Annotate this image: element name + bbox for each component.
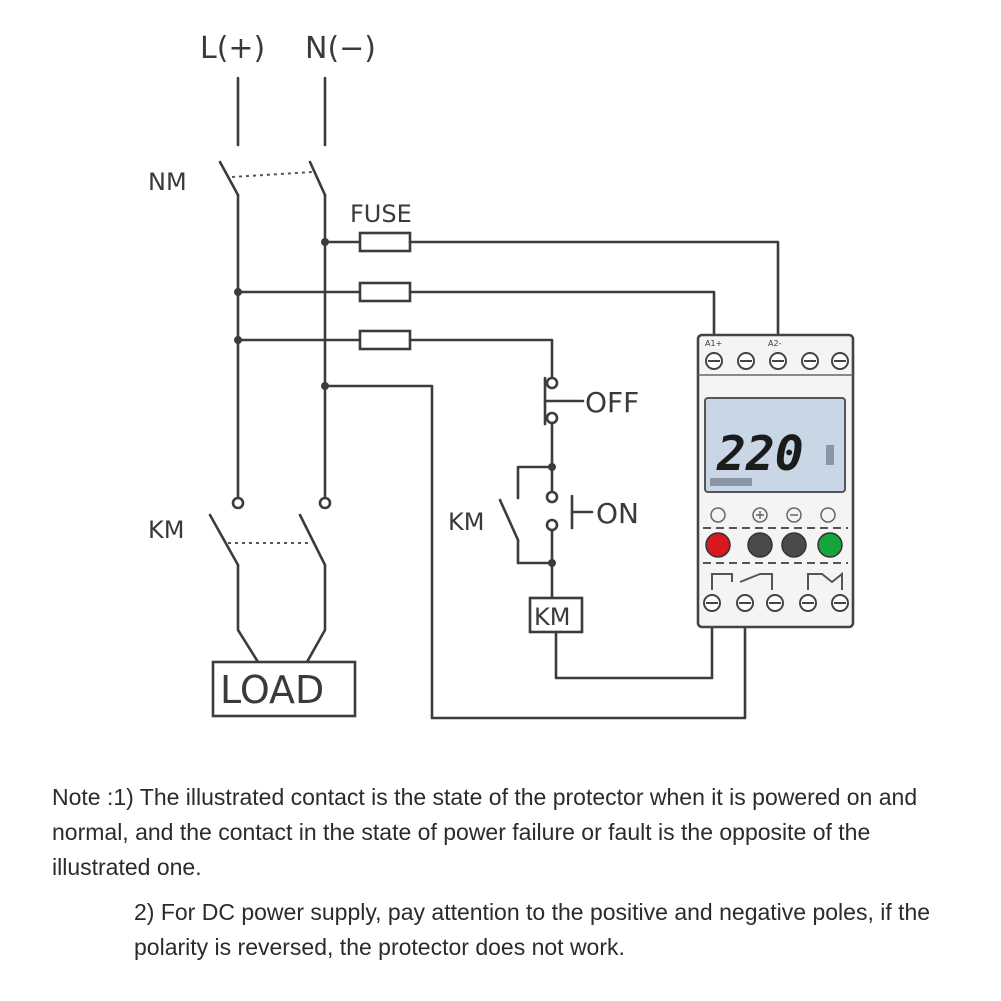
label-fuse: FUSE	[350, 200, 412, 228]
lcd-display-value: 220	[716, 426, 804, 482]
note-1: Note :1) The illustrated contact is the …	[52, 784, 918, 880]
relay-contact-symbol-3	[807, 571, 843, 590]
green-button[interactable]	[817, 532, 843, 558]
note-2: 2) For DC power supply, pay attention to…	[134, 899, 931, 960]
km-main-blade-n	[298, 513, 327, 567]
label-km-main: KM	[148, 516, 184, 544]
up-button[interactable]	[747, 532, 773, 558]
label-nm: NM	[148, 168, 187, 196]
setting-icon	[710, 507, 726, 523]
red-button[interactable]	[705, 532, 731, 558]
relay-contact-symbol-1	[711, 573, 733, 590]
wire-fuse3-to-off	[408, 338, 554, 380]
button-icons-row	[710, 507, 836, 523]
km-contact-l-terminal	[231, 496, 245, 510]
reset-icon	[820, 507, 836, 523]
top-terminal-row	[705, 352, 849, 370]
protector-device: A1+ A2- 220	[696, 333, 855, 629]
relay-contact-symbol-2	[739, 573, 773, 590]
km-contact-n-terminal	[318, 496, 332, 510]
plus-icon	[752, 507, 768, 523]
label-line-negative: N(−)	[305, 31, 376, 66]
wire-n-to-relay	[323, 384, 747, 720]
fuse-1	[358, 231, 412, 253]
down-button[interactable]	[781, 532, 807, 558]
nm-switch-blade-n	[308, 160, 327, 197]
notes-section: Note :1) The illustrated contact is the …	[52, 780, 952, 965]
minus-icon	[786, 507, 802, 523]
nm-switch-blade-l	[218, 160, 240, 197]
fuse-3	[358, 329, 412, 351]
km-coil-box	[528, 596, 584, 634]
terminal-label-a2: A2-	[768, 339, 782, 348]
wiring-diagram: L(+) N(−) NM FUSE OFF ON KM	[148, 31, 855, 720]
wire-fuse1-to-a2	[408, 240, 780, 337]
wire-fuse2-to-a1	[408, 290, 716, 337]
label-line-positive: L(+)	[200, 31, 265, 66]
nm-switch-link	[231, 171, 313, 178]
bottom-terminal-row	[703, 594, 849, 612]
label-km-coil: KM	[534, 603, 570, 631]
lcd-screen	[704, 397, 846, 493]
load-box	[211, 660, 357, 718]
fuse-2	[358, 281, 412, 303]
terminal-label-a1: A1+	[705, 339, 722, 348]
km-aux-contact-blade	[498, 498, 520, 542]
wire-coil-to-relay	[554, 625, 714, 680]
km-main-blade-l	[208, 513, 240, 567]
label-on: ON	[596, 497, 639, 530]
label-load: LOAD	[220, 668, 324, 712]
label-km-aux: KM	[448, 508, 484, 536]
label-off: OFF	[585, 386, 639, 419]
